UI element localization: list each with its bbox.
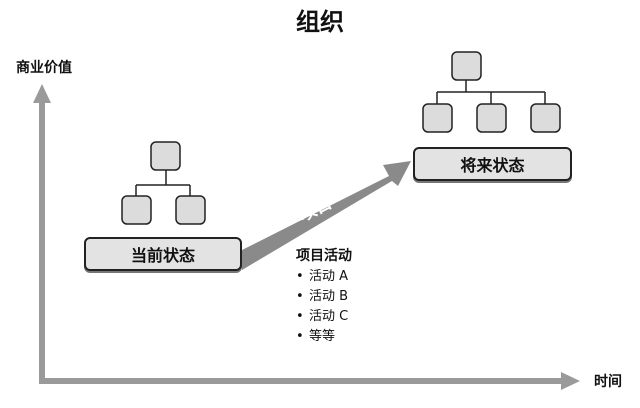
current-org-chart [121, 141, 206, 225]
future-org-node-left [422, 103, 453, 133]
future-org-chart [422, 51, 561, 133]
future-state-box: 将来状态 [413, 147, 572, 181]
y-axis-label: 商业价值 [16, 60, 72, 76]
diagram-title: 组织 [296, 8, 344, 36]
current-org-node-left [121, 195, 152, 225]
project-arrow-shape [242, 161, 411, 270]
axes [33, 84, 580, 390]
activity-list: 活动 A 活动 B 活动 C 等等 [296, 267, 352, 347]
future-org-node-middle [476, 103, 507, 133]
project-activities-title: 项目活动 [296, 248, 352, 264]
activity-item: 活动 A [296, 267, 352, 287]
current-org-node-top [150, 141, 181, 171]
x-axis-arrowhead [561, 372, 580, 390]
future-org-node-right [530, 103, 561, 133]
activity-item: 等等 [296, 327, 352, 347]
future-state-label: 将来状态 [460, 156, 525, 175]
future-org-node-top [451, 51, 482, 81]
activity-item: 活动 C [296, 307, 352, 327]
project-activities: 项目活动 活动 A 活动 B 活动 C 等等 [296, 246, 352, 347]
current-state-label: 当前状态 [130, 246, 195, 265]
y-axis-arrowhead [33, 84, 51, 103]
current-org-connector [135, 170, 191, 196]
x-axis-label: 时间 [594, 374, 622, 390]
activity-item: 活动 B [296, 287, 352, 307]
current-state-box: 当前状态 [84, 237, 242, 271]
current-org-node-right [175, 195, 206, 225]
future-org-connector [436, 80, 546, 104]
